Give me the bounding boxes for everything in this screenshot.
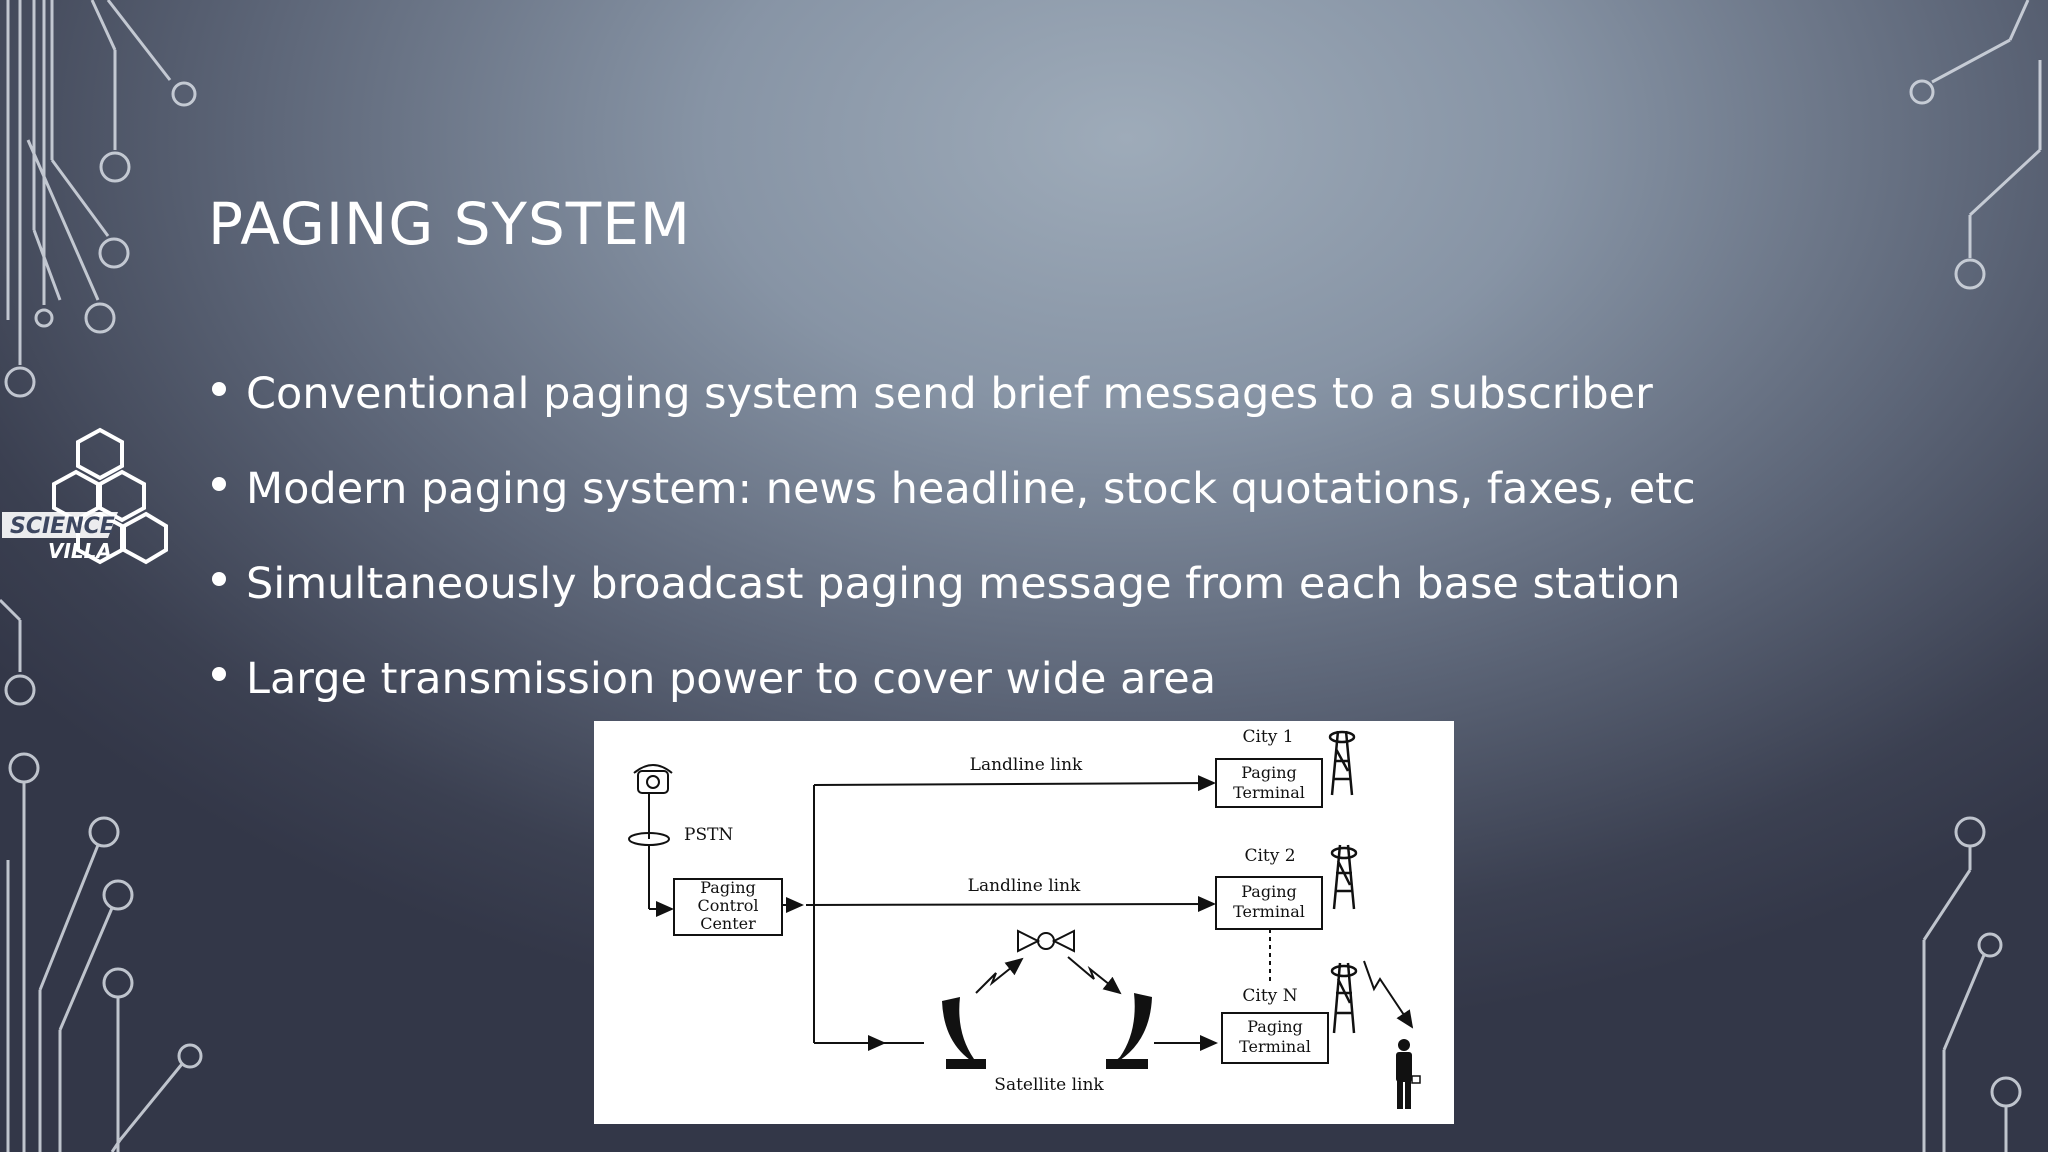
control-center-label: Control <box>697 896 758 915</box>
person-icon <box>1396 1039 1421 1109</box>
landline-link-label: Landline link <box>968 876 1081 896</box>
slide-title: PAGING SYSTEM <box>208 190 691 258</box>
antenna-tower-icon <box>1328 730 1358 1034</box>
terminal-label: Terminal <box>1233 902 1305 921</box>
science-villa-logo: SCIENCE VILLA <box>0 420 180 570</box>
satellite-dish-icon <box>942 993 1152 1069</box>
bullet-item: Modern paging system: news headline, sto… <box>210 465 1710 513</box>
control-center-label: Center <box>700 914 756 933</box>
satellite-icon <box>1017 929 1075 953</box>
bullet-item: Simultaneously broadcast paging message … <box>210 560 1710 608</box>
terminal-label: Paging <box>1241 882 1297 901</box>
control-center-label: Paging <box>700 878 756 897</box>
city-label: City 2 <box>1244 846 1295 866</box>
telephone-icon <box>633 764 673 794</box>
logo-line1: SCIENCE <box>10 514 115 539</box>
bullet-item: Large transmission power to cover wide a… <box>210 655 1710 703</box>
pstn-label: PSTN <box>684 825 733 845</box>
logo-line2: VILLA <box>48 539 112 563</box>
terminal-label: Terminal <box>1233 783 1305 802</box>
city-label: City 1 <box>1242 727 1293 747</box>
terminal-label: Terminal <box>1239 1037 1311 1056</box>
paging-system-diagram: PSTN Paging Control Center Landline link… <box>594 721 1454 1124</box>
satellite-link-label: Satellite link <box>994 1075 1104 1095</box>
terminal-label: Paging <box>1247 1017 1303 1036</box>
bullet-item: Conventional paging system send brief me… <box>210 370 1710 418</box>
terminal-label: Paging <box>1241 763 1297 782</box>
bullet-list: Conventional paging system send brief me… <box>210 370 1710 750</box>
city-label: City N <box>1242 986 1297 1006</box>
landline-link-label: Landline link <box>970 755 1083 775</box>
